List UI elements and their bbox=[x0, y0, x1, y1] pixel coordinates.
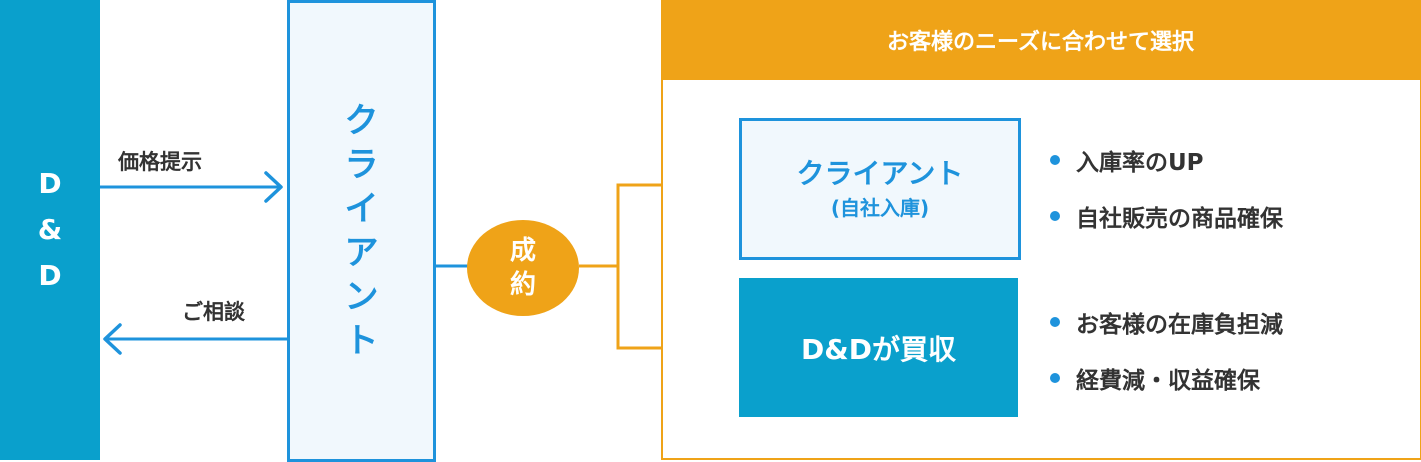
client-label-char: ン bbox=[344, 277, 379, 317]
option-client-box: クライアント (自社入庫) bbox=[739, 118, 1021, 260]
dd-label-char: D bbox=[38, 259, 62, 292]
option-client-title: クライアント bbox=[796, 157, 964, 190]
benefit-item: 自社販売の商品確保 bbox=[1050, 202, 1283, 232]
client-label-char: イ bbox=[344, 189, 379, 229]
contract-label-char: 成 bbox=[509, 236, 536, 266]
benefit-text: 経費減・収益確保 bbox=[1076, 368, 1260, 394]
client-label-char: ク bbox=[344, 101, 379, 141]
benefit-item: 入庫率のUP bbox=[1050, 146, 1283, 176]
option-dd-title: D&Dが買収 bbox=[801, 332, 956, 366]
contract-label-char: 約 bbox=[509, 270, 536, 300]
bullet-dot-icon bbox=[1050, 317, 1060, 327]
selection-header: お客様のニーズに合わせて選択 bbox=[661, 0, 1420, 80]
option-dd-box: D&Dが買収 bbox=[739, 278, 1018, 417]
dd-node: D & D bbox=[0, 0, 100, 460]
price-offer-label: 価格提示 bbox=[118, 150, 202, 174]
benefit-item: お客様の在庫負担減 bbox=[1050, 308, 1283, 338]
client-node: ク ラ イ ア ン ト bbox=[287, 0, 436, 462]
client-label: ク ラ イ ア ン ト bbox=[345, 99, 379, 363]
price-offer-arrowhead bbox=[264, 171, 283, 203]
contract-label: 成 約 bbox=[510, 234, 536, 302]
dd-label: D & D bbox=[38, 161, 62, 299]
benefit-item: 経費減・収益確保 bbox=[1050, 364, 1283, 394]
contract-node: 成 約 bbox=[467, 220, 579, 316]
option-client-benefits: 入庫率のUP 自社販売の商品確保 bbox=[1050, 146, 1283, 258]
benefit-text: 入庫率のUP bbox=[1076, 150, 1204, 176]
benefit-text: 自社販売の商品確保 bbox=[1076, 206, 1283, 232]
client-label-char: ト bbox=[344, 321, 379, 361]
benefit-text: お客様の在庫負担減 bbox=[1076, 312, 1283, 338]
bullet-dot-icon bbox=[1050, 373, 1060, 383]
bullet-dot-icon bbox=[1050, 155, 1060, 165]
consultation-label: ご相談 bbox=[182, 300, 245, 324]
client-label-char: ア bbox=[344, 233, 379, 273]
client-label-char: ラ bbox=[344, 145, 379, 185]
dd-label-char: & bbox=[37, 213, 63, 246]
option-dd-benefits: お客様の在庫負担減 経費減・収益確保 bbox=[1050, 308, 1283, 420]
consultation-arrowhead bbox=[103, 323, 122, 355]
option-client-subtitle: (自社入庫) bbox=[830, 196, 930, 220]
dd-label-char: D bbox=[38, 167, 62, 200]
bullet-dot-icon bbox=[1050, 211, 1060, 221]
